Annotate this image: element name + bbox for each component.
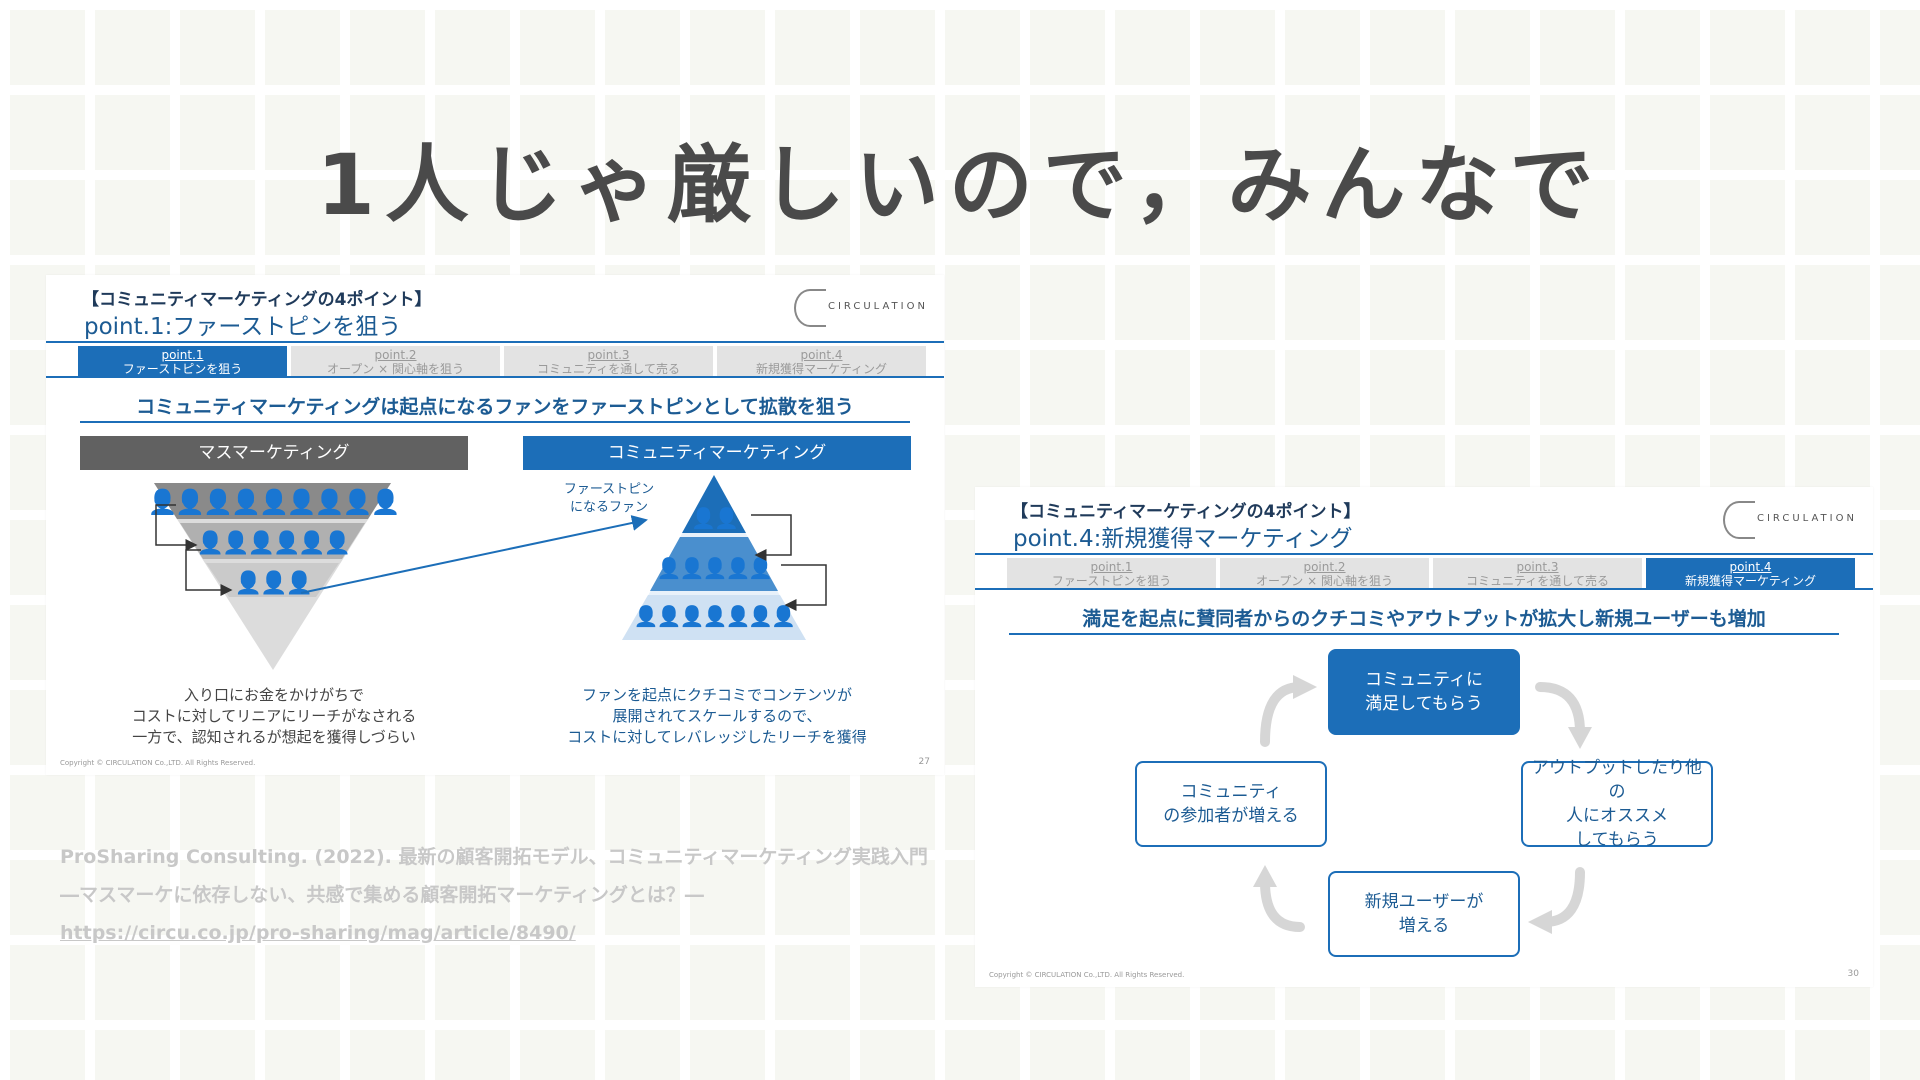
page-number: 27: [918, 757, 930, 767]
caption-line: コストに対してリニアにリーチがなされる: [131, 707, 417, 725]
svg-text:👤👤👤: 👤👤👤: [235, 570, 311, 596]
citation-link[interactable]: https://circu.co.jp/pro-sharing/mag/arti…: [60, 922, 576, 944]
tab-label: point.2: [374, 348, 417, 362]
svg-text:👤👤👤👤👤👤: 👤👤👤👤👤👤: [197, 530, 349, 556]
mass-marketing-label: マスマーケティング: [80, 436, 468, 470]
tab-label: point.4: [800, 348, 843, 362]
slide-heading: コミュニティマーケティングは起点になるファンをファーストピンとして拡散を狙う: [136, 396, 854, 418]
caption-line: ファンを起点にクチコミでコンテンツが: [581, 686, 852, 704]
title-rule: [975, 553, 1873, 555]
svg-text:👤👤👤👤👤: 👤👤👤👤👤: [657, 556, 772, 580]
arrow-bottom-left-icon: [1260, 877, 1305, 932]
arrow-top-right-icon: [1535, 682, 1585, 737]
tab-label: point.1: [161, 348, 204, 362]
tab-label: point.2: [1303, 560, 1346, 574]
tab-label: point.1: [1090, 560, 1133, 574]
first-pin-label-1: ファーストピン: [564, 482, 654, 497]
tab-sub: 新規獲得マーケティング: [755, 362, 888, 376]
citation-text: ProSharing Consulting. (2022). 最新の顧客開拓モデ…: [60, 846, 947, 906]
tab-label: point.3: [1516, 560, 1559, 574]
svg-text:👤👤: 👤👤: [691, 506, 737, 530]
slide-title: point.4:新規獲得マーケティング: [1013, 526, 1353, 552]
cycle-step-new-users: 新規ユーザーが 増える: [1328, 871, 1520, 957]
mass-caption: 入り口にお金をかけがちで コストに対してリニアにリーチがなされる 一方で、認知さ…: [80, 685, 468, 748]
community-caption: ファンを起点にクチコミでコンテンツが 展開されてスケールするので、 コストに対し…: [523, 685, 911, 748]
circulation-logo: CIRCULATION: [1723, 501, 1854, 539]
heading-rule: [80, 421, 910, 423]
caption-line: コストに対してレバレッジしたリーチを獲得: [567, 728, 867, 746]
caption-line: 入り口にお金をかけがちで: [183, 686, 364, 704]
slide-subtitle: 【コミュニティマーケティングの4ポイント】: [82, 290, 432, 310]
caption-line: 一方で、認知されるが想起を獲得しづらい: [132, 728, 416, 746]
tab-sub: コミュニティを通して売る: [1466, 574, 1609, 588]
slide-heading: 満足を起点に賛同者からのクチコミやアウトプットが拡大し新規ユーザーも増加: [1082, 608, 1766, 630]
tab-label: point.4: [1729, 560, 1772, 574]
tab-sub: コミュニティを通して売る: [537, 362, 680, 376]
slide-subtitle: 【コミュニティマーケティングの4ポイント】: [1011, 502, 1361, 522]
slide-point-1: 【コミュニティマーケティングの4ポイント】 point.1:ファーストピンを狙う…: [46, 275, 944, 775]
title-rule: [46, 341, 944, 343]
tab-rule: [975, 588, 1873, 590]
citation: ProSharing Consulting. (2022). 最新の顧客開拓モデ…: [60, 838, 947, 952]
tab-sub: オープン × 関心軸を狙う: [1256, 574, 1393, 588]
tab-label: point.3: [587, 348, 630, 362]
logo-text: CIRCULATION: [1757, 513, 1857, 524]
people-icons-funnel: 👤👤👤👤👤👤👤👤👤 👤👤👤👤👤👤 👤👤👤: [148, 488, 401, 596]
cycle-arrows: [1253, 675, 1592, 934]
cycle-step-output: アウトプットしたり他の 人にオススメ してもらう: [1521, 758, 1713, 850]
page-number: 30: [1847, 969, 1859, 979]
slide-point-4: 【コミュニティマーケティングの4ポイント】 point.4:新規獲得マーケティン…: [975, 487, 1873, 987]
tab-sub: 新規獲得マーケティング: [1684, 574, 1817, 588]
svg-text:👤👤👤👤👤👤👤👤👤: 👤👤👤👤👤👤👤👤👤: [148, 488, 399, 516]
svg-text:👤👤👤👤👤👤👤: 👤👤👤👤👤👤👤: [634, 604, 794, 628]
copyright: Copyright © CIRCULATION Co.,LTD. All Rig…: [989, 971, 1185, 979]
logo-mark-icon: [794, 289, 826, 327]
pyramid-icon: [622, 475, 806, 640]
slide-title: point.1:ファーストピンを狙う: [84, 314, 402, 340]
page-title: 1人じゃ厳しいので，みんなで: [316, 136, 1604, 234]
marketing-diagram: 👤👤👤👤👤👤👤👤👤 👤👤👤👤👤👤 👤👤👤 👤👤 👤👤👤👤👤 👤👤👤👤👤👤👤 ファ…: [148, 475, 827, 670]
caption-line: 展開されてスケールするので、: [612, 707, 822, 725]
inverted-funnel-icon: [154, 483, 391, 670]
cycle-step-participants: コミュニティ の参加者が増える: [1135, 761, 1327, 847]
tab-sub: ファーストピンを狙う: [1051, 574, 1172, 588]
tab-sub: ファーストピンを狙う: [122, 362, 243, 376]
community-marketing-label: コミュニティマーケティング: [523, 436, 911, 470]
heading-rule: [1009, 633, 1839, 635]
tab-rule: [46, 376, 944, 378]
copyright: Copyright © CIRCULATION Co.,LTD. All Rig…: [60, 759, 256, 767]
logo-mark-icon: [1723, 501, 1755, 539]
logo-text: CIRCULATION: [828, 301, 928, 312]
first-pin-label-2: になるファン: [570, 500, 648, 515]
tab-sub: オープン × 関心軸を狙う: [327, 362, 464, 376]
cycle-step-satisfy: コミュニティに 満足してもらう: [1328, 649, 1520, 735]
people-icons-pyramid: 👤👤 👤👤👤👤👤 👤👤👤👤👤👤👤: [634, 506, 796, 628]
circulation-logo: CIRCULATION: [794, 289, 925, 327]
